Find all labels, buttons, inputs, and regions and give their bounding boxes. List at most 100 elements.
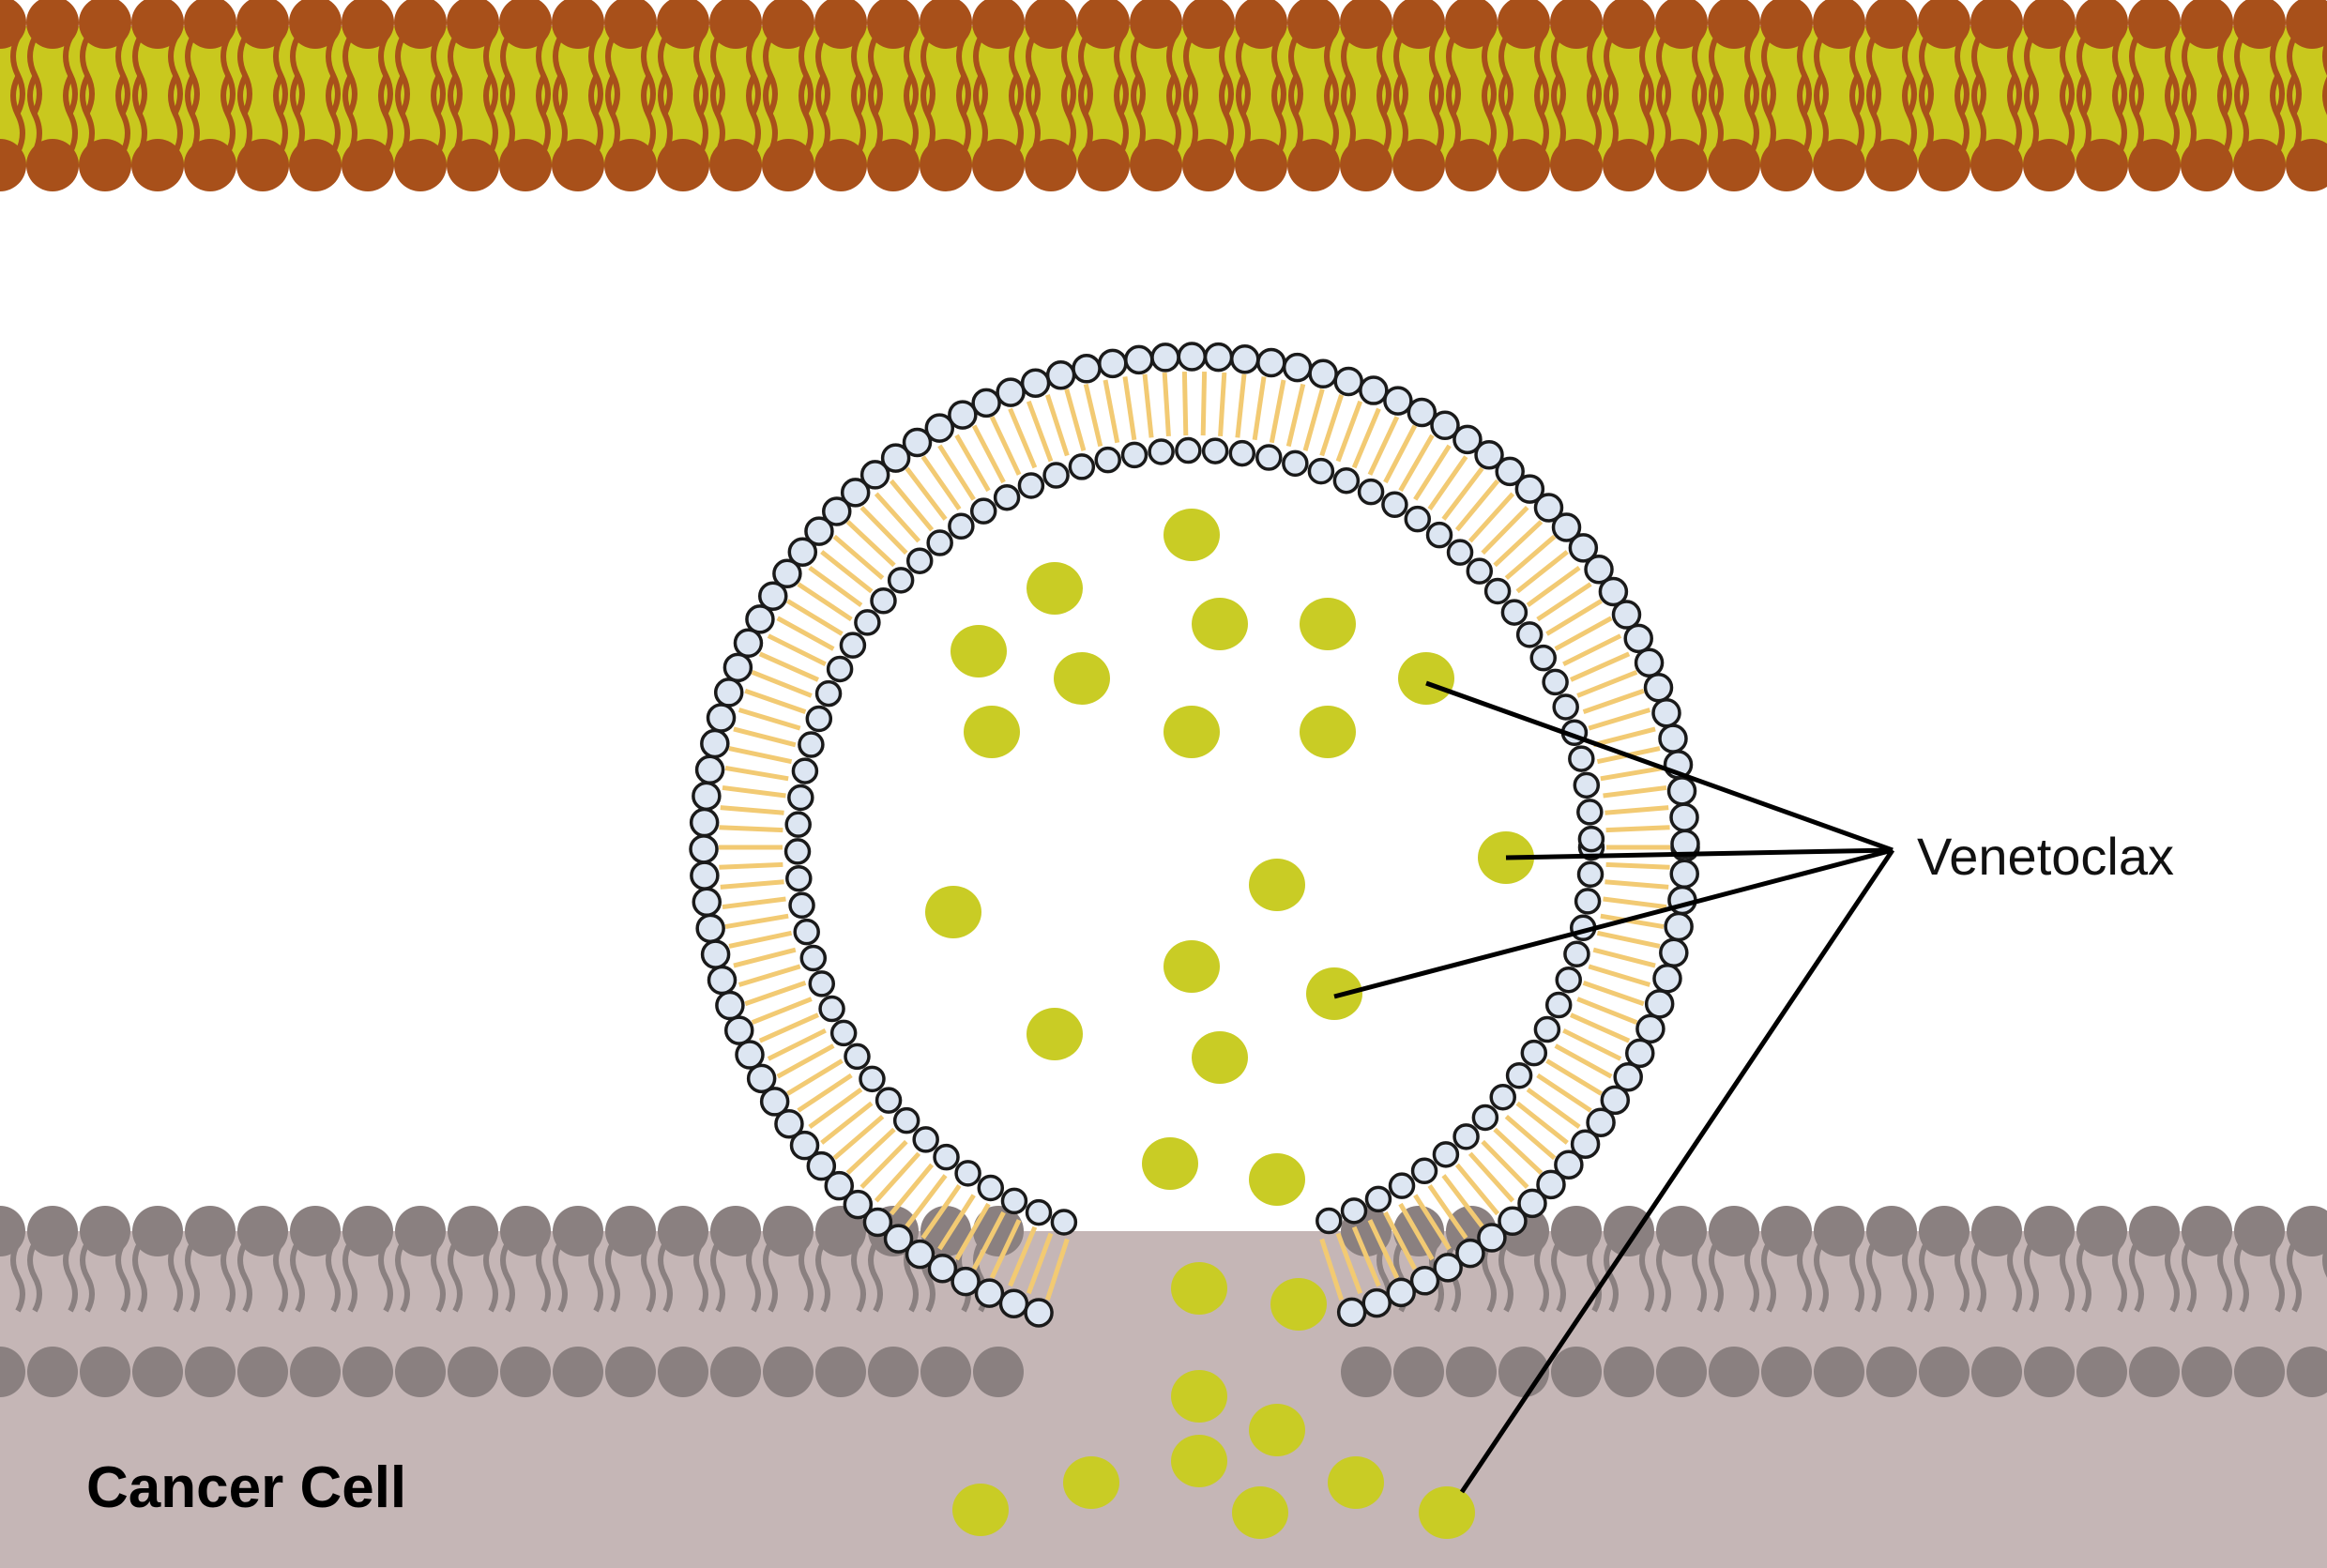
cell-membrane-tail <box>2112 1241 2144 1313</box>
liposome-inner-head <box>1563 940 1590 968</box>
liposome-outer-head <box>1570 1129 1601 1159</box>
top-membrane-tail-upper <box>1587 36 1619 114</box>
cell-membrane-head <box>868 1347 919 1397</box>
liposome-lipid-tail <box>1600 913 1665 930</box>
cell-membrane-head <box>1656 1347 1707 1397</box>
cell-membrane-head <box>132 1347 183 1397</box>
cell-membrane-tail <box>588 1241 620 1313</box>
top-membrane-tail-lower <box>1849 75 1881 154</box>
cell-membrane-head <box>2024 1347 2075 1397</box>
top-membrane-head <box>1708 0 1760 49</box>
top-membrane-tail-lower <box>1954 75 1986 154</box>
cell-membrane-head <box>1709 1347 1759 1397</box>
top-membrane-head <box>1550 0 1603 49</box>
liposome-inner-head <box>1432 1141 1460 1168</box>
top-membrane-tail-upper <box>10 36 42 114</box>
liposome-lipid-tail <box>1398 1202 1435 1261</box>
liposome-lipid-tail <box>1044 394 1070 457</box>
liposome-lipid-tail <box>1285 383 1306 448</box>
liposome-lipid-tail <box>1582 688 1645 714</box>
liposome-outer-head <box>1613 1061 1643 1092</box>
liposome-inner-head <box>954 1160 981 1187</box>
liposome-inner-head <box>948 512 975 540</box>
liposome-outer-head <box>924 413 955 443</box>
top-membrane-head <box>1655 0 1708 49</box>
top-membrane-head <box>499 139 552 191</box>
liposome-lipid-tail <box>905 1174 948 1228</box>
top-membrane-head <box>1603 0 1655 49</box>
liposome-inner-head <box>977 1174 1005 1202</box>
liposome-lipid-tail <box>937 1194 976 1251</box>
liposome-inner-head <box>1446 539 1474 566</box>
top-membrane-head <box>447 139 499 191</box>
top-membrane-tail-upper <box>1692 36 1724 114</box>
cell-membrane-head <box>658 1206 708 1256</box>
top-membrane-head <box>0 0 26 49</box>
top-membrane-head <box>552 139 604 191</box>
top-membrane-tail-lower <box>1482 75 1513 154</box>
cell-membrane-head <box>1341 1347 1392 1397</box>
liposome-outer-head <box>700 728 730 759</box>
cell-membrane-tail <box>378 1241 410 1313</box>
liposome-lipid-tail <box>1526 565 1581 607</box>
top-membrane-tail-lower <box>1692 75 1724 154</box>
liposome-outer-head <box>692 781 722 812</box>
top-membrane-head <box>1445 139 1498 191</box>
liposome-lipid-tail <box>1008 407 1038 469</box>
liposome-outer-head <box>1308 358 1338 389</box>
cell-membrane-tail <box>851 1241 883 1313</box>
cell-membrane-head <box>27 1347 78 1397</box>
cell-membrane-head <box>1919 1347 1970 1397</box>
liposome-lipid-tail <box>719 825 783 833</box>
venetoclax-particle <box>964 706 1020 758</box>
liposome-outer-head <box>1598 576 1629 607</box>
liposome-outer-head <box>883 1224 914 1254</box>
liposome-lipid-tail <box>1504 1114 1557 1161</box>
liposome-outer-head <box>1359 375 1389 405</box>
venetoclax-particle <box>925 886 981 938</box>
liposome-inner-head <box>1364 1185 1392 1213</box>
liposome-lipid-tail <box>1008 1225 1038 1287</box>
top-membrane-tail-upper <box>2165 36 2197 114</box>
liposome-inner-head <box>1568 745 1595 772</box>
liposome-outer-head <box>1407 397 1437 428</box>
cell-membrane-tail <box>693 1241 725 1313</box>
liposome-lipid-tail <box>971 424 1006 484</box>
top-membrane-tail-lower <box>1587 75 1619 154</box>
liposome-lipid-tail <box>1367 416 1400 476</box>
top-membrane-head <box>2128 0 2181 49</box>
top-membrane-tail-upper <box>1744 36 1776 114</box>
liposome-inner-head <box>1404 505 1432 533</box>
venetoclax-particle <box>1192 1031 1248 1084</box>
cell-membrane-head <box>2076 1347 2127 1397</box>
top-membrane-head <box>2023 0 2076 49</box>
cell-membrane-head <box>2129 1206 2180 1256</box>
cell-membrane-head <box>1656 1206 1707 1256</box>
top-membrane-tail-lower <box>2270 75 2302 154</box>
liposome-outer-head <box>1644 989 1675 1019</box>
cell-membrane-tail <box>2007 1241 2039 1313</box>
cell-membrane-head <box>500 1206 551 1256</box>
liposome-lipid-tail <box>1493 1127 1544 1175</box>
top-membrane-head <box>972 0 1025 49</box>
top-membrane-head <box>1918 139 1970 191</box>
top-membrane-tail-upper <box>1797 36 1829 114</box>
liposome-lipid-tail <box>1536 1073 1592 1113</box>
liposome-lipid-tail <box>1592 947 1656 968</box>
top-membrane-head <box>709 0 762 49</box>
top-membrane-tail-lower <box>536 75 568 154</box>
liposome-lipid-tail <box>1335 400 1363 463</box>
top-membrane-tail-upper <box>693 36 725 114</box>
liposome-lipid-tail <box>720 879 784 890</box>
top-membrane-tail-lower <box>1639 75 1671 154</box>
liposome-outer-head <box>689 834 719 864</box>
top-membrane-head <box>499 0 552 49</box>
liposome-lipid-tail <box>1582 981 1645 1007</box>
liposome-lipid-tail <box>1605 825 1670 833</box>
liposome-lipid-tail <box>728 746 793 765</box>
liposome-outer-head <box>715 990 745 1021</box>
top-membrane-head <box>1077 139 1130 191</box>
liposome-outer-head <box>1664 911 1694 942</box>
liposome-outer-head <box>1433 1253 1463 1283</box>
venetoclax-particle <box>952 1484 1009 1536</box>
